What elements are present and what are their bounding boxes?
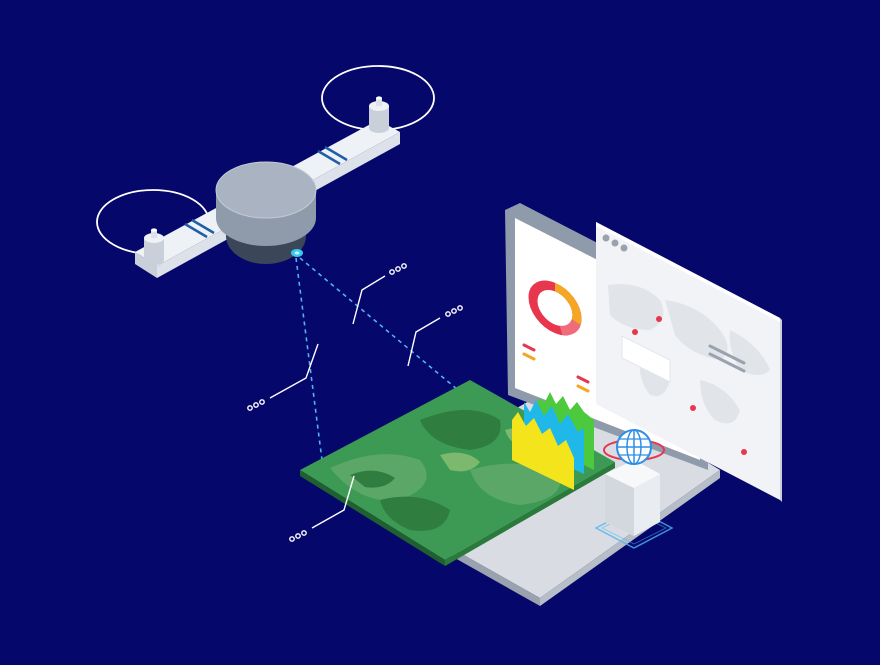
map-markers [632,316,747,455]
annotation-callout-2 [407,305,463,367]
globe-icon [603,429,665,465]
annotation-callout-3 [247,343,319,411]
donut-chart [528,280,582,336]
map-callout [621,335,671,383]
scan-lines [295,257,471,461]
window-controls [602,234,628,252]
drone-body [215,161,317,264]
motor-icon-left [144,228,164,265]
annotation-callout-1 [352,263,407,325]
world-map [608,284,770,424]
drone [96,65,435,278]
camera-icon [291,249,303,257]
chart-legend [522,343,590,393]
server [594,460,674,549]
ribbon-yellow [512,412,574,490]
motor-icon-right [369,96,389,133]
data-ribbons [512,392,594,490]
world-map-panel [596,222,782,502]
annotation-callout-4 [289,475,355,542]
